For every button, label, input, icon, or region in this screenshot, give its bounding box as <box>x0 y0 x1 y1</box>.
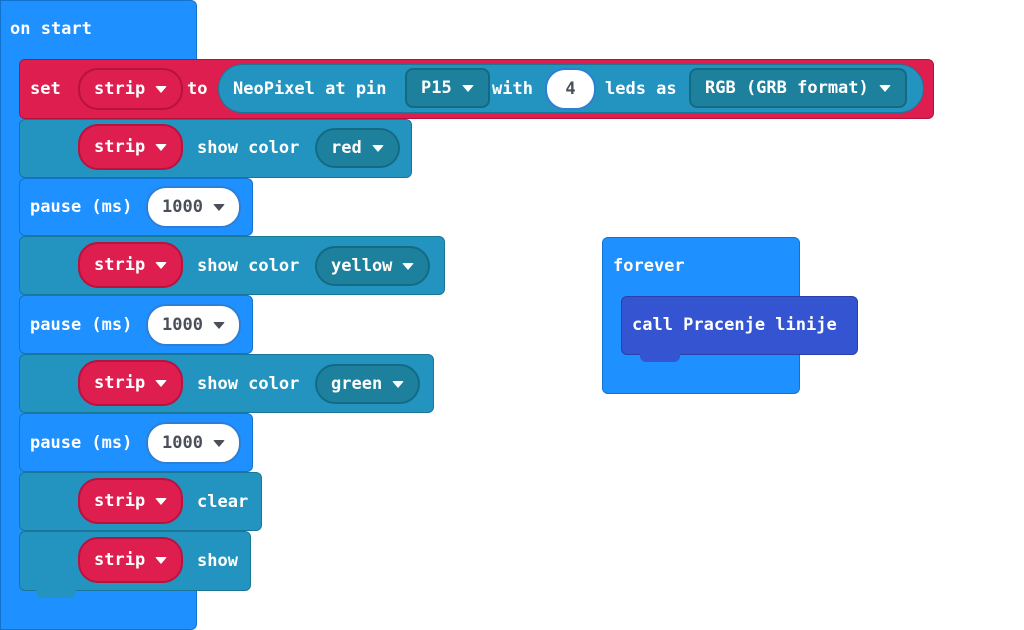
chevron-down-icon <box>155 497 168 505</box>
led-count-input[interactable]: 4 <box>545 68 596 110</box>
strip-variable-reporter[interactable]: strip <box>78 537 184 583</box>
show-label: show <box>197 551 238 571</box>
rgb-mode-dropdown[interactable]: RGB (GRB format) <box>689 68 907 108</box>
strip-variable-reporter[interactable]: strip <box>78 360 184 406</box>
forever-label: forever <box>613 256 685 276</box>
call-function-label: call Pracenje linije <box>632 315 837 335</box>
call-function-block[interactable] <box>621 296 858 355</box>
strip-variable-dropdown[interactable]: strip <box>78 68 184 110</box>
to-label: to <box>187 79 208 99</box>
pause-label: pause (ms) <box>30 433 133 453</box>
strip-variable-reporter[interactable]: strip <box>78 478 184 524</box>
with-label: with <box>492 79 533 99</box>
pause-label: pause (ms) <box>30 315 133 335</box>
color-dropdown-yellow[interactable]: yellow <box>315 246 431 286</box>
chevron-down-icon <box>402 262 415 270</box>
chevron-down-icon <box>155 85 168 93</box>
strip-variable-reporter[interactable]: strip <box>78 242 184 288</box>
show-color-label: show color <box>197 138 300 158</box>
pause-duration-dropdown[interactable]: 1000 <box>146 422 241 464</box>
show-color-label: show color <box>197 374 300 394</box>
chevron-down-icon <box>212 439 225 447</box>
pause-duration-dropdown[interactable]: 1000 <box>146 186 241 228</box>
connector-notch <box>640 354 680 362</box>
set-label: set <box>30 79 61 99</box>
connector-notch <box>36 590 76 598</box>
chevron-down-icon <box>155 143 168 151</box>
chevron-down-icon <box>155 379 168 387</box>
leds-as-label: leds as <box>605 79 677 99</box>
pause-duration-dropdown[interactable]: 1000 <box>146 304 241 346</box>
chevron-down-icon <box>212 321 225 329</box>
show-color-label: show color <box>197 256 300 276</box>
chevron-down-icon <box>878 84 891 92</box>
chevron-down-icon <box>212 203 225 211</box>
neopixel-at-pin-label: NeoPixel at pin <box>233 79 387 99</box>
on-start-label: on start <box>10 19 92 39</box>
chevron-down-icon <box>371 144 384 152</box>
pin-dropdown[interactable]: P15 <box>405 68 490 108</box>
pause-label: pause (ms) <box>30 197 133 217</box>
clear-label: clear <box>197 492 249 512</box>
color-dropdown-green[interactable]: green <box>315 364 421 404</box>
chevron-down-icon <box>461 84 474 92</box>
strip-variable-reporter[interactable]: strip <box>78 124 184 170</box>
color-dropdown-red[interactable]: red <box>315 128 400 168</box>
chevron-down-icon <box>392 380 405 388</box>
chevron-down-icon <box>155 556 168 564</box>
chevron-down-icon <box>155 261 168 269</box>
